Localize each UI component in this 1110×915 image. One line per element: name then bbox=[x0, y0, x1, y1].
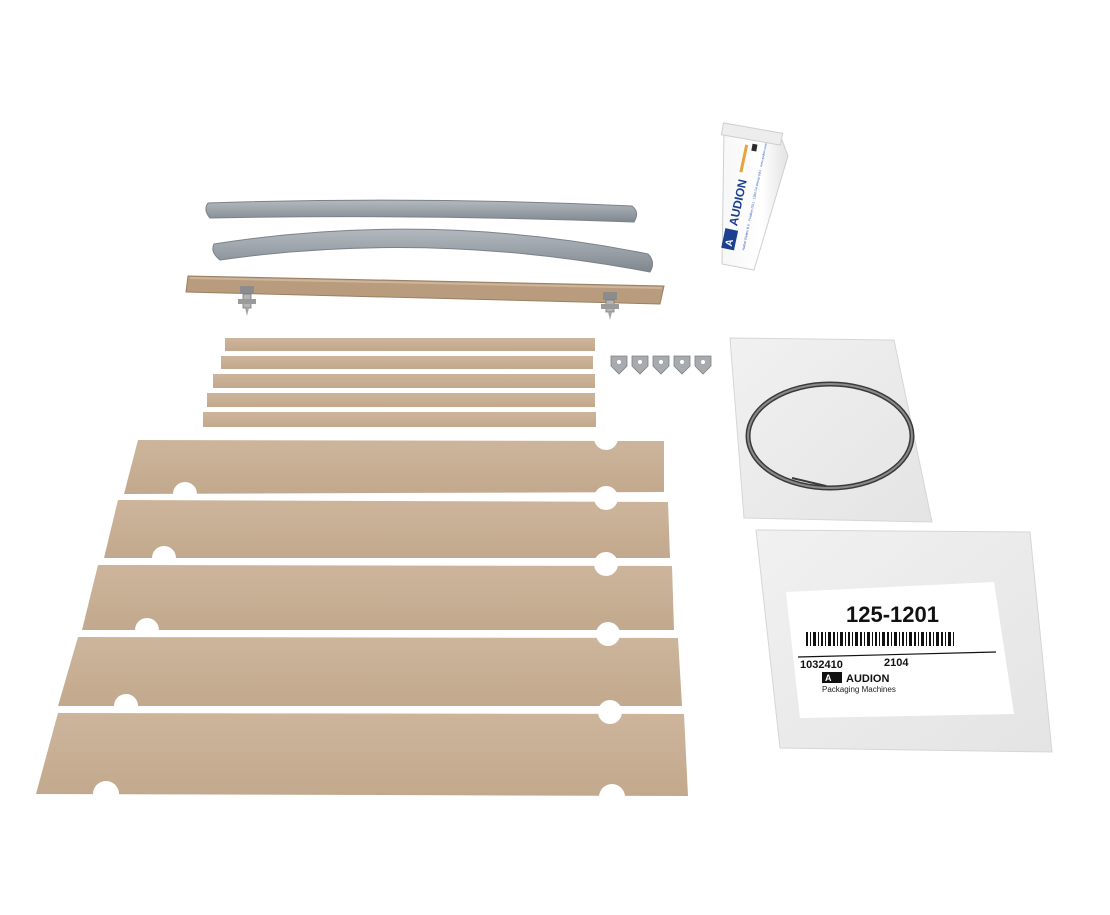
metal-clip-1 bbox=[610, 355, 628, 375]
product-label: 125-1201 bbox=[786, 582, 1014, 718]
svg-text:A: A bbox=[825, 673, 832, 683]
silicone-rubber-strips bbox=[205, 199, 654, 273]
label-barcode bbox=[806, 632, 954, 646]
wide-tape-5 bbox=[36, 700, 688, 810]
svg-text:A: A bbox=[724, 238, 736, 247]
silicone-strip-bottom bbox=[212, 228, 654, 273]
wide-tape-1 bbox=[124, 426, 664, 506]
metal-clip-4 bbox=[673, 355, 691, 375]
wide-tape-4 bbox=[58, 622, 682, 718]
terminal-stud-left bbox=[238, 286, 256, 316]
label-brand: AUDION bbox=[846, 673, 889, 685]
grease-tube: A AUDION Audion Elektro B.V. · Postbus 2… bbox=[720, 122, 789, 271]
silicone-strip-top bbox=[205, 199, 638, 223]
label-tagline: Packaging Machines bbox=[822, 685, 896, 694]
narrow-ptfe-tapes bbox=[203, 338, 596, 427]
narrow-tape-2 bbox=[221, 356, 593, 369]
metal-clip-2 bbox=[631, 355, 649, 375]
metal-clips bbox=[610, 355, 712, 375]
heating-wire-bag bbox=[729, 337, 933, 523]
labeled-bag: 125-1201 bbox=[755, 529, 1053, 753]
label-batch-code: 2104 bbox=[884, 657, 909, 669]
narrow-tape-1 bbox=[225, 338, 595, 351]
wide-tape-2 bbox=[104, 486, 670, 570]
metal-clip-3 bbox=[652, 355, 670, 375]
terminal-stud-right bbox=[601, 292, 619, 320]
wide-ptfe-tapes bbox=[36, 426, 688, 810]
wide-tape-3 bbox=[82, 552, 674, 642]
label-logo: A bbox=[822, 672, 842, 683]
narrow-tape-4 bbox=[207, 393, 595, 407]
metal-clip-5 bbox=[694, 355, 712, 375]
narrow-tape-5 bbox=[203, 412, 596, 427]
label-part-number: 125-1201 bbox=[846, 602, 939, 627]
narrow-tape-3 bbox=[213, 374, 595, 388]
sealing-bar bbox=[185, 275, 665, 320]
label-article-code: 1032410 bbox=[800, 659, 843, 671]
